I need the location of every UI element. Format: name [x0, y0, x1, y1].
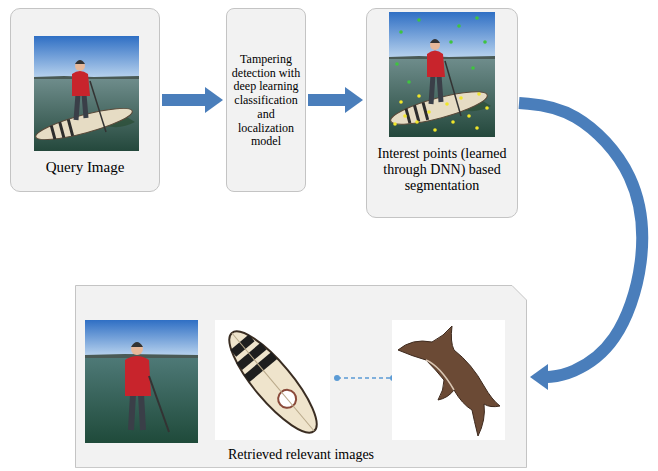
flow-arrow: [519, 103, 642, 390]
paddleboard-photo: [34, 36, 139, 151]
dashed-link: [332, 372, 398, 384]
arrow-shaft: [162, 94, 207, 106]
surfboard-image: [215, 320, 330, 440]
arrow-shaft: [519, 103, 642, 377]
interest-point-photo: [389, 12, 495, 137]
arrow-head: [205, 87, 223, 113]
person-photo: [85, 320, 198, 443]
box-label: Query Image: [11, 159, 159, 176]
flow-arrow: [308, 87, 363, 113]
shark-image: [392, 320, 505, 440]
box-label: Retrieved relevant images: [75, 447, 527, 463]
box-label: Interest points (learned through DNN) ba…: [367, 146, 517, 194]
arrow-head: [530, 364, 548, 390]
process-box: Tampering detection with deep learning c…: [226, 8, 306, 192]
arrow-head: [345, 87, 363, 113]
arrow-shaft: [308, 94, 347, 106]
panel-shape: [76, 286, 527, 468]
result-panel: Retrieved relevant images: [75, 285, 527, 468]
flow-arrow: [162, 87, 223, 113]
process-box: Interest points (learned through DNN) ba…: [366, 8, 518, 218]
retrieved-images: [75, 285, 527, 468]
box-label: Tampering detection with deep learning c…: [227, 53, 305, 150]
process-box: Query Image: [10, 8, 160, 192]
